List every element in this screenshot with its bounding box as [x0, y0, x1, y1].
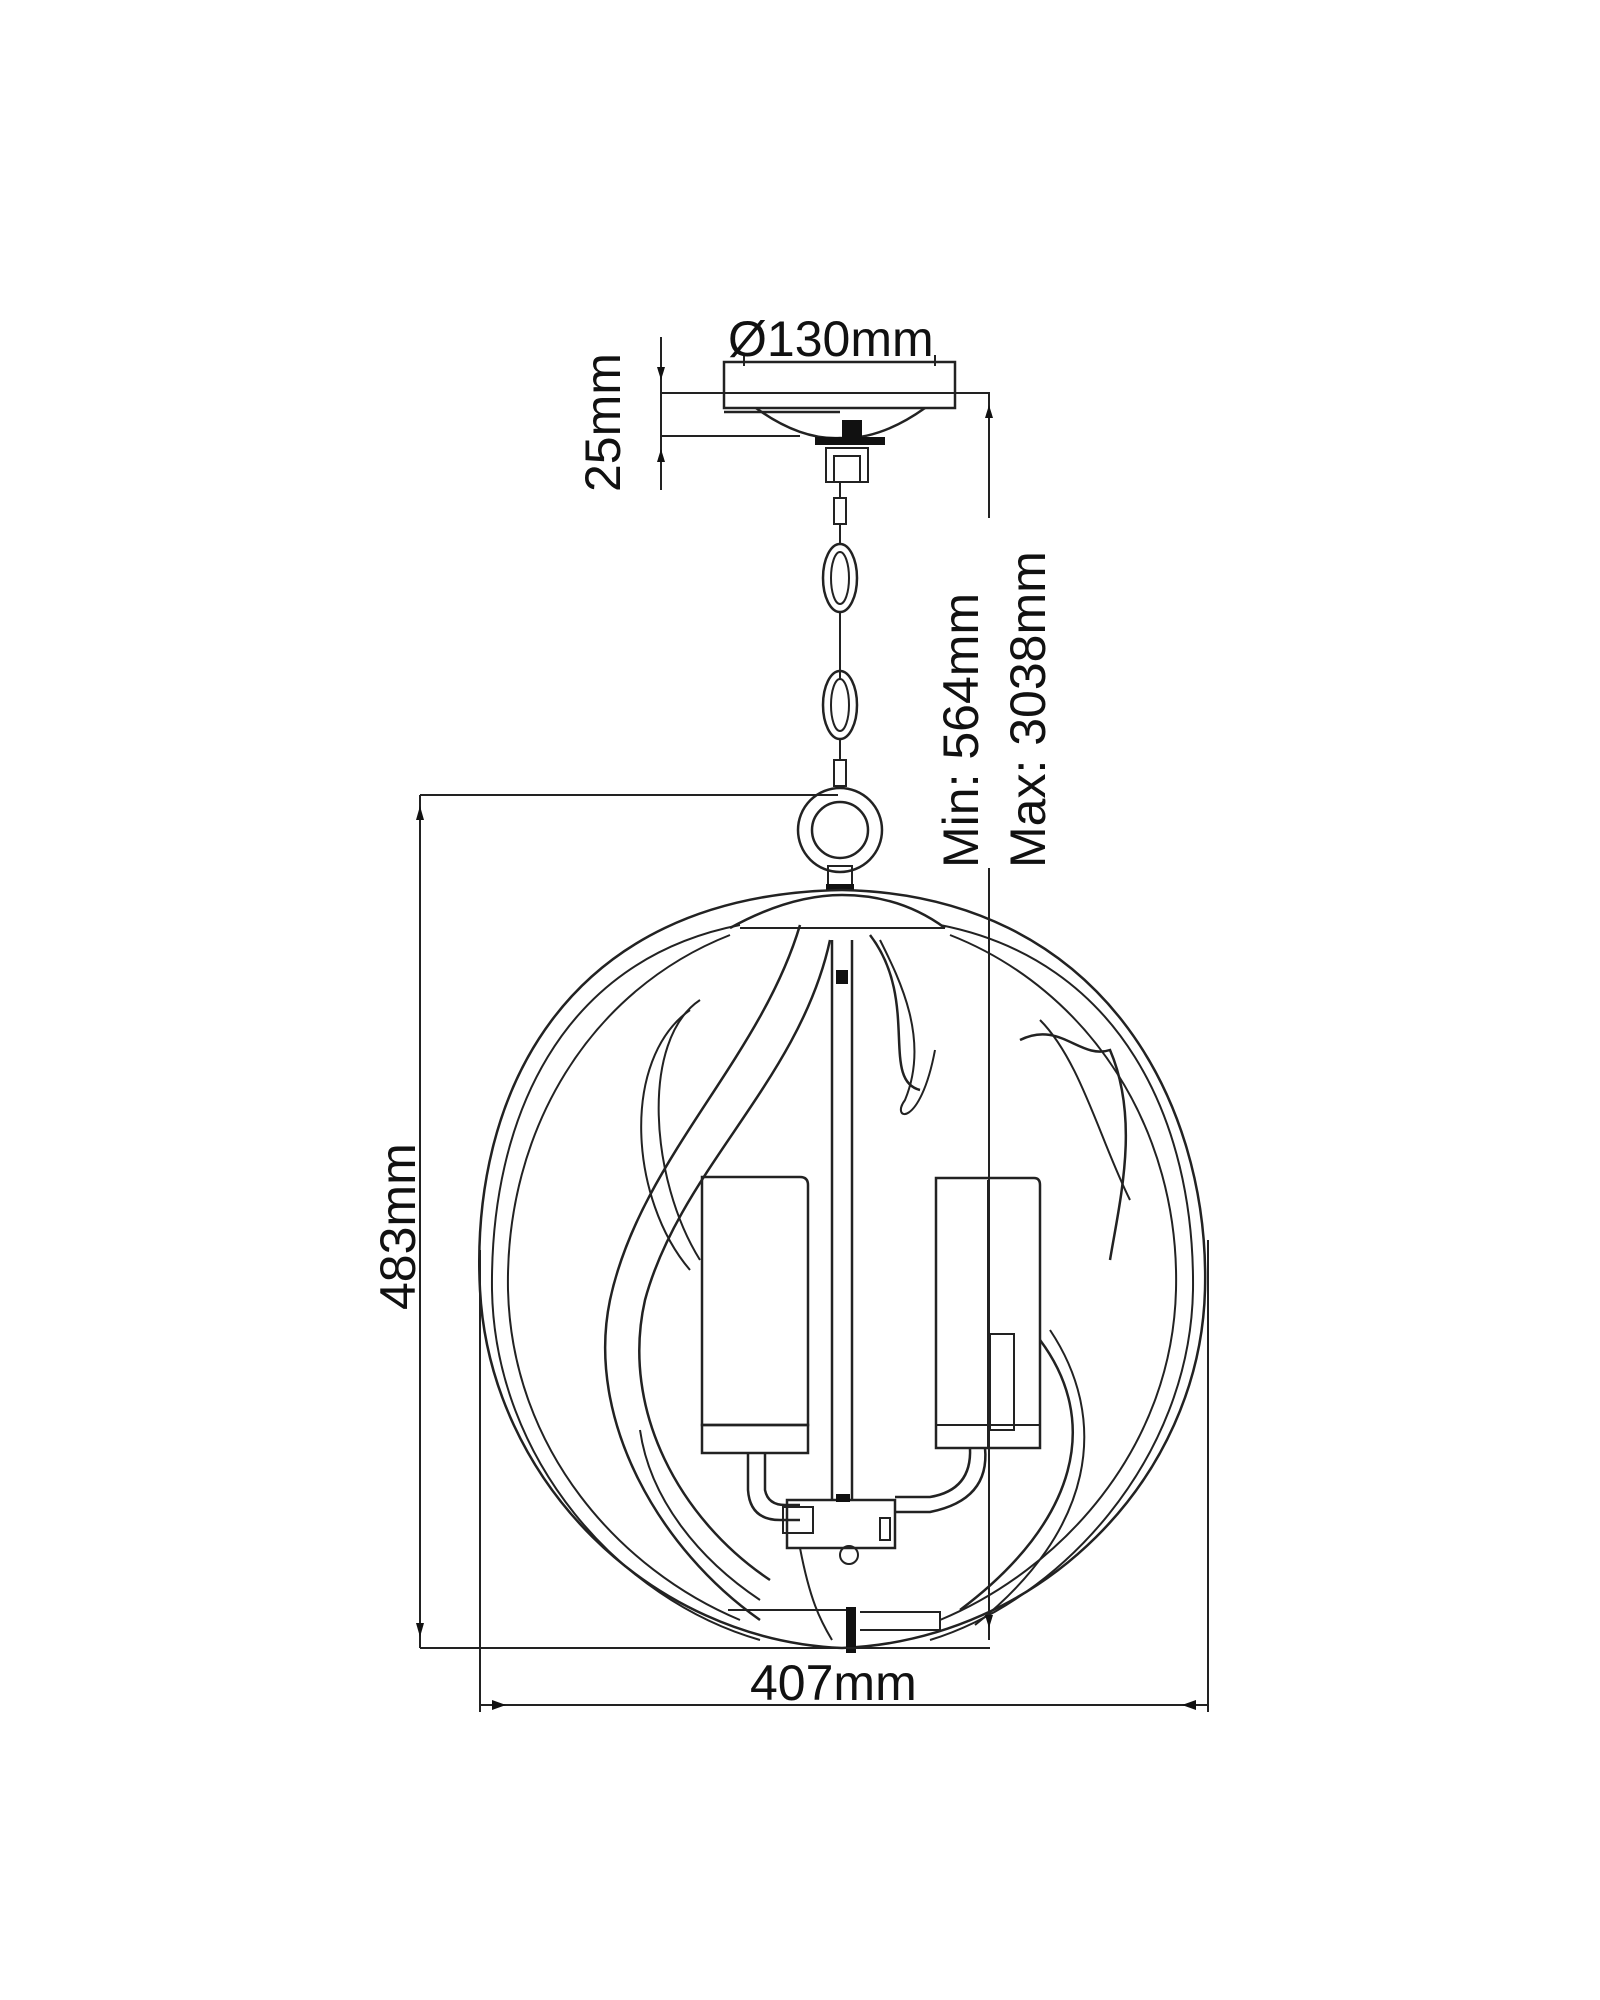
- max-height-label: Max: 3038mm: [1000, 551, 1056, 868]
- canopy-height-dimension: 25mm: [575, 337, 990, 492]
- chain: [821, 482, 859, 787]
- canopy-diameter-label: Ø130mm: [728, 311, 934, 367]
- left-candle-shade: [700, 1175, 810, 1455]
- bottom-finial: [728, 1607, 941, 1653]
- globe-body: [478, 888, 1207, 1650]
- body-height-label: 483mm: [370, 1143, 426, 1310]
- min-height-label: Min: 564mm: [933, 593, 989, 868]
- candle-arms: [746, 1447, 987, 1641]
- central-rod: [830, 940, 854, 1500]
- body-width-dimension: 407mm: [479, 1240, 1209, 1712]
- body-height-dimension: 483mm: [370, 794, 990, 1649]
- canopy-diameter-dimension: Ø130mm: [724, 311, 955, 367]
- ceiling-canopy: [722, 360, 957, 483]
- min-max-dimension: Min: 564mm Max: 3038mm: [933, 392, 1056, 1640]
- body-width-label: 407mm: [750, 1655, 917, 1711]
- canopy-height-label: 25mm: [575, 353, 631, 492]
- hanging-ring: [796, 786, 884, 891]
